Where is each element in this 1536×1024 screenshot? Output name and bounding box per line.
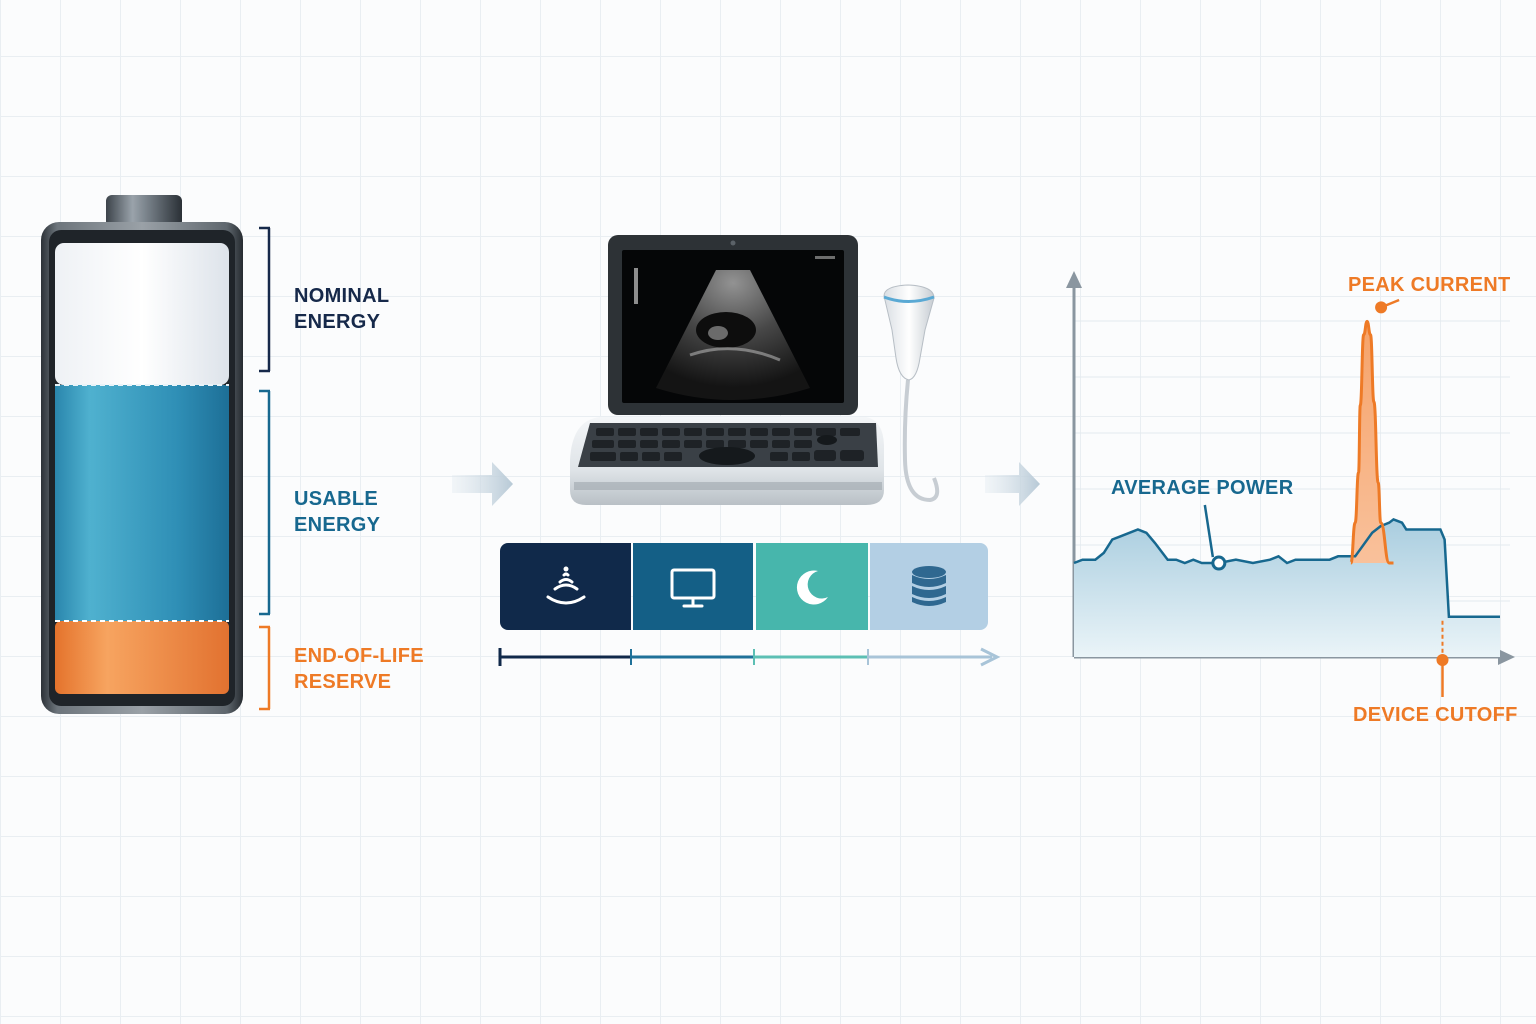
battery-cap <box>106 195 182 227</box>
usable-energy-label: USABLE ENERGY <box>294 486 380 538</box>
peak-current-line <box>1349 319 1394 565</box>
device-cutoff-label: DEVICE CUTOFF <box>1353 704 1518 726</box>
ultrasound-probe-icon <box>883 284 935 381</box>
device-trackball <box>699 447 755 465</box>
y-axis-arrow-icon <box>1066 271 1082 288</box>
usable-energy-line-1: USABLE <box>294 488 379 510</box>
peak-current-area <box>1350 321 1394 564</box>
peak-current-marker <box>1375 301 1388 314</box>
battery-nominal-segment <box>55 243 229 385</box>
average-power-line <box>1073 517 1500 618</box>
average-power-leader <box>1203 504 1215 558</box>
monitor-icon <box>670 568 716 607</box>
reserve-line-1: END-OF-LIFE <box>294 645 424 667</box>
device-keyboard <box>590 428 864 461</box>
end-of-life-reserve-label: END-OF-LIFE RESERVE <box>294 643 424 695</box>
usable-bracket <box>259 389 271 616</box>
average-power-label: AVERAGE POWER <box>1111 477 1294 499</box>
mode-tile-display <box>633 543 753 630</box>
reserve-line-2: RESERVE <box>294 671 392 693</box>
mode-tile-storage <box>870 543 988 630</box>
nominal-energy-line-2: ENERGY <box>294 311 381 333</box>
reserve-bracket <box>259 625 271 711</box>
database-icon <box>912 565 946 606</box>
device-cutoff-marker <box>1436 654 1449 666</box>
x-axis-arrow-icon <box>1498 649 1515 665</box>
average-power-marker <box>1211 555 1227 571</box>
peak-current-label: PEAK CURRENT <box>1348 274 1511 296</box>
battery-usable-segment <box>55 385 229 621</box>
average-power-area <box>1074 519 1500 657</box>
battery-reserve-segment <box>55 621 229 694</box>
probe-cable <box>902 379 940 503</box>
nominal-energy-line-1: NOMINAL <box>294 285 390 307</box>
mode-tile-scan <box>500 543 631 630</box>
ultrasound-wave-icon <box>546 566 585 604</box>
nominal-energy-label: NOMINAL ENERGY <box>294 283 389 335</box>
nominal-bracket <box>259 226 271 373</box>
mode-tile-sleep <box>756 543 868 630</box>
usable-energy-line-2: ENERGY <box>294 514 381 536</box>
moon-icon <box>796 569 828 604</box>
